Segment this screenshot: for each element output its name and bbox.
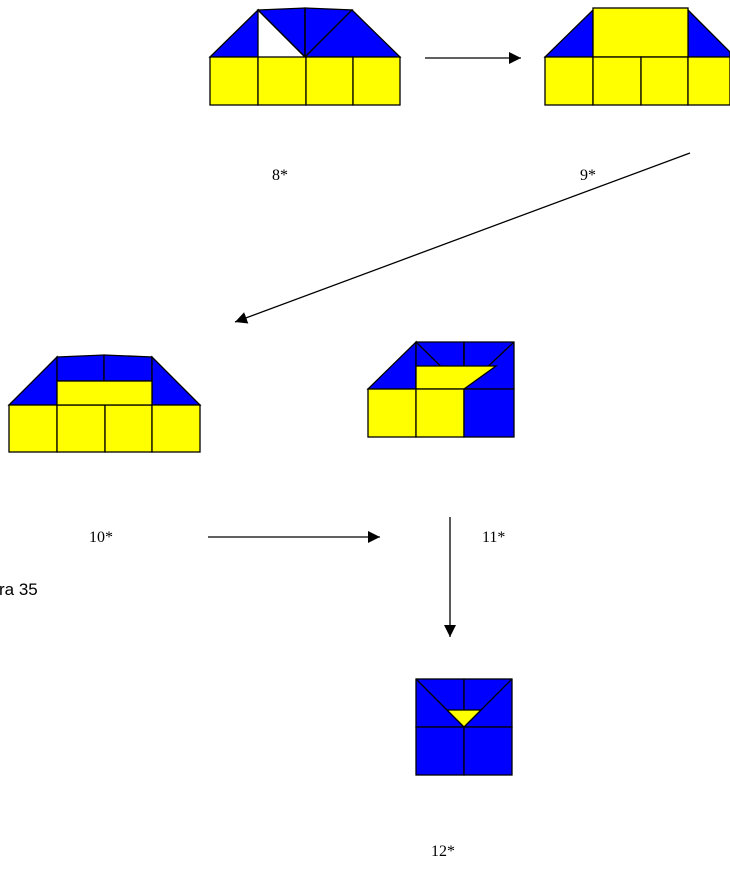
fold-step-10-figure [7, 354, 202, 453]
base-square [257, 56, 307, 106]
folded-top-panel [592, 7, 689, 58]
roof-flap [103, 354, 153, 382]
step-label-8: 8* [272, 167, 288, 184]
base-square [151, 404, 201, 453]
base-square [687, 56, 730, 106]
step-label-12: 12* [431, 843, 455, 860]
base-square [8, 404, 58, 453]
base-square [209, 56, 259, 106]
base-square [367, 388, 417, 438]
roof-left-triangle [543, 8, 594, 58]
roof-left-triangle [7, 355, 58, 406]
folded-top-panel [56, 380, 153, 406]
roof-left-triangle [366, 340, 417, 390]
yellow-triangle [445, 709, 483, 728]
arrow-9-to-10 [234, 152, 691, 324]
fold-step-9-figure [543, 7, 730, 106]
folded-yellow-panel [415, 365, 499, 390]
figure-caption: ra 35 [0, 580, 38, 599]
base-square [544, 56, 594, 106]
roof-left-triangle [208, 8, 259, 58]
roof-right-triangle [151, 355, 202, 406]
lower-square [463, 726, 513, 776]
base-square [104, 404, 153, 453]
step-label-11: 11* [482, 529, 505, 546]
step-label-9: 9* [580, 167, 596, 184]
roof-right-triangle [687, 8, 730, 58]
base-square-blue [463, 388, 515, 438]
fold-step-12-figure [415, 678, 513, 776]
step-label-10: 10* [89, 529, 113, 546]
lower-square [415, 726, 465, 776]
base-square [640, 56, 689, 106]
fold-step-8-figure [208, 7, 402, 106]
roof-flap [56, 354, 105, 382]
base-square [56, 404, 106, 453]
base-square [415, 388, 465, 438]
base-square [352, 56, 401, 106]
fold-step-11-figure [366, 340, 515, 438]
base-square [592, 56, 642, 106]
base-square [305, 56, 354, 106]
